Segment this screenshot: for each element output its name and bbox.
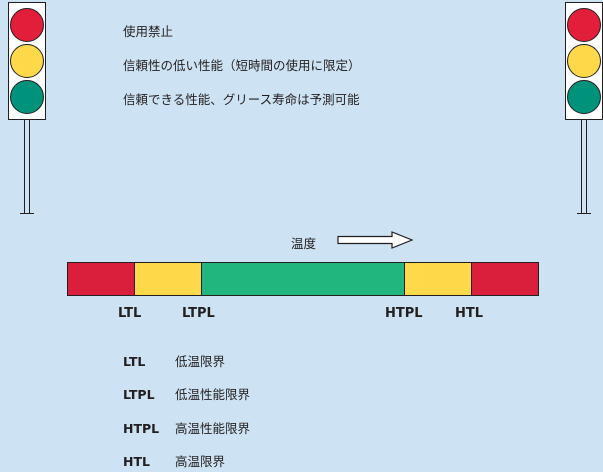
legend-red-text: 使用禁止 bbox=[123, 24, 174, 39]
tick-label-ltpl: LTPL bbox=[182, 306, 215, 321]
traffic-light-left-foot bbox=[20, 213, 34, 214]
tick-label-htpl: HTPL bbox=[385, 306, 423, 321]
red-lamp bbox=[10, 8, 44, 42]
definition-row: LTL 低温限界 bbox=[123, 351, 225, 370]
traffic-light-right-pole bbox=[581, 120, 587, 214]
legend-green-text: 信頼できる性能、グリース寿命は予測可能 bbox=[123, 92, 360, 107]
bar-segment-low-limit bbox=[67, 262, 135, 296]
traffic-light-left-housing bbox=[8, 2, 46, 120]
arrow-right-icon bbox=[337, 231, 414, 249]
green-lamp bbox=[567, 80, 601, 114]
yellow-lamp bbox=[567, 44, 601, 78]
tick-label-ltl: LTL bbox=[118, 306, 142, 321]
definition-desc: 低温性能限界 bbox=[175, 387, 251, 402]
definition-row: LTPL 低温性能限界 bbox=[123, 384, 250, 403]
traffic-light-right-housing bbox=[565, 2, 603, 120]
traffic-light-left-pole bbox=[24, 120, 30, 214]
definition-abbr: HTL bbox=[123, 454, 150, 469]
bar-segment-low-performance bbox=[135, 262, 202, 296]
traffic-light-right-foot bbox=[577, 213, 591, 214]
definition-abbr: LTL bbox=[123, 354, 146, 369]
yellow-lamp bbox=[10, 44, 44, 78]
definition-desc: 高温性能限界 bbox=[175, 421, 251, 436]
definition-row: HTL 高温限界 bbox=[123, 451, 225, 470]
definition-desc: 低温限界 bbox=[175, 354, 226, 369]
green-lamp bbox=[10, 80, 44, 114]
definition-abbr: LTPL bbox=[123, 387, 155, 402]
red-lamp bbox=[567, 8, 601, 42]
bar-segment-reliable bbox=[202, 262, 405, 296]
definition-desc: 高温限界 bbox=[175, 454, 226, 469]
definition-row: HTPL 高温性能限界 bbox=[123, 418, 250, 437]
legend-yellow-text: 信頼性の低い性能（短時間の使用に限定） bbox=[123, 58, 361, 73]
bar-segment-high-limit bbox=[472, 262, 539, 296]
definition-abbr: HTPL bbox=[123, 421, 160, 436]
temperature-label: 温度 bbox=[291, 236, 317, 251]
tick-label-htl: HTL bbox=[455, 306, 484, 321]
bar-segment-high-performance bbox=[405, 262, 472, 296]
